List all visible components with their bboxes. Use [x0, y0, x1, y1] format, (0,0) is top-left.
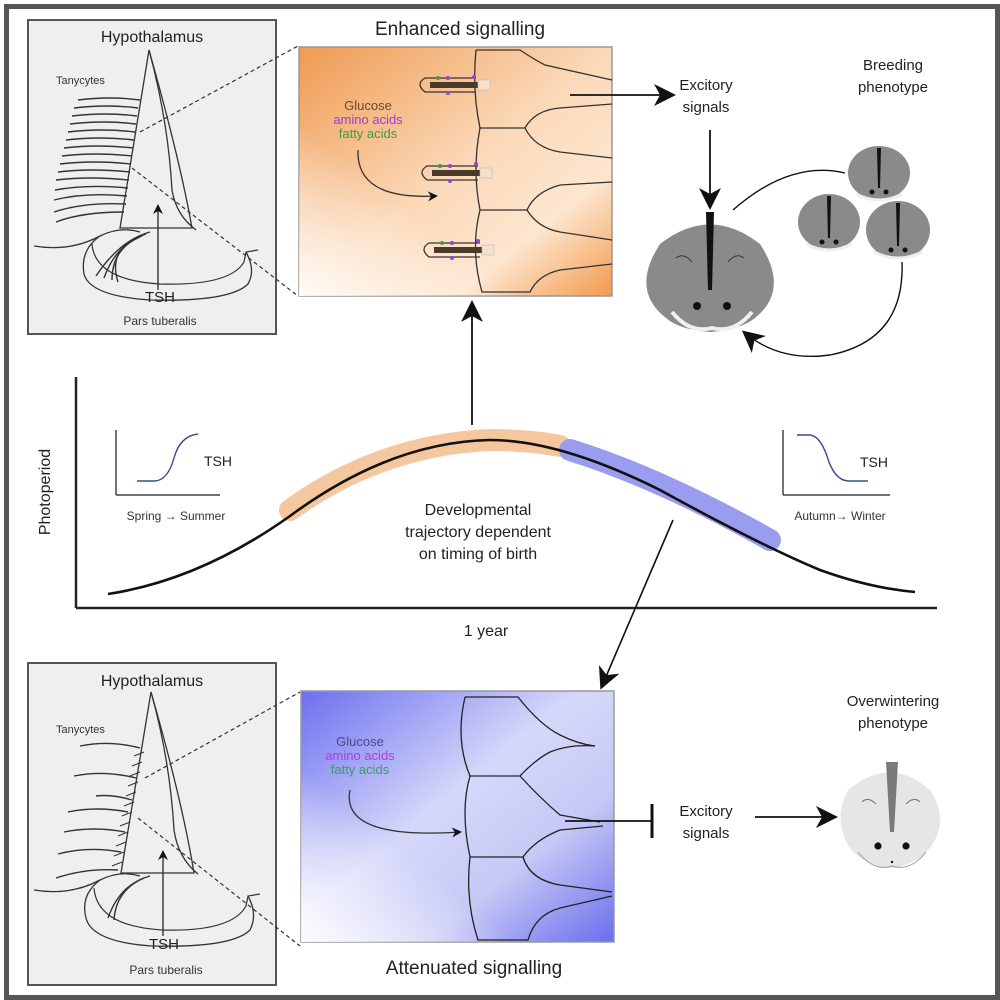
trajectory-text-line3: on timing of birth: [419, 546, 537, 563]
top-tanycytes-label: Tanycytes: [56, 75, 105, 87]
enhanced-signalling-panel: [298, 46, 613, 297]
autumn-winter-highlight: [559, 439, 781, 551]
overwintering-phenotype-line1: Overwintering: [847, 693, 940, 710]
breeding-phenotype-line2: phenotype: [858, 79, 928, 96]
breeding-cycle-arc-top: [732, 169, 846, 211]
bottom-tanycytes-label: Tanycytes: [56, 724, 105, 736]
left-tsh-inset: [115, 430, 220, 496]
breeding-phenotype-line1: Breeding: [863, 57, 923, 74]
spring-summer-label: Spring → Summer: [127, 509, 226, 523]
receptor-processes: [419, 75, 495, 260]
top-signals-label-line2: signals: [683, 99, 730, 116]
tanycyte-cells: [474, 49, 613, 293]
third-ventricle: [120, 691, 195, 874]
tanycytes-drawing: [53, 97, 151, 283]
top-amino-acids-label: amino acids: [333, 112, 403, 127]
zoom-line-upper: [144, 691, 301, 779]
offspring-hamster-icon-2: [798, 194, 860, 252]
enhanced-signalling-title: Enhanced signalling: [375, 19, 545, 40]
bottom-hypothalamus-label: Hypothalamus: [101, 673, 203, 690]
pars-tuberalis-outline: [83, 879, 255, 947]
bottom-pars-tuberalis-label: Pars tuberalis: [129, 963, 202, 977]
arrow-to-attenuated-signalling: [598, 519, 674, 690]
y-axis-label: Photoperiod: [37, 449, 54, 535]
overwintering-hamster-icon: [840, 762, 940, 868]
falling-tsh-curve: [797, 434, 868, 482]
photoperiod-curve: [107, 438, 916, 596]
nutrient-uptake-arrow: [357, 149, 438, 202]
right-inset-tsh-label: TSH: [860, 454, 888, 470]
top-signals-label-line1: Excitory: [679, 77, 733, 94]
bottom-tsh-label: TSH: [149, 936, 179, 953]
nutrient-uptake-arrow: [348, 789, 462, 838]
attenuated-signalling-panel: [300, 690, 615, 943]
tanycyte-cells: [460, 696, 613, 941]
bottom-fatty-acids-label: fatty acids: [331, 762, 390, 777]
breeding-hamster-icon: [646, 212, 774, 332]
autumn-winter-label: Autumn→ Winter: [794, 509, 885, 523]
overwintering-phenotype-line2: phenotype: [858, 715, 928, 732]
top-pars-tuberalis-label: Pars tuberalis: [123, 314, 196, 328]
top-fatty-acids-label: fatty acids: [339, 126, 398, 141]
rising-tsh-curve: [137, 433, 199, 482]
right-tsh-inset: [782, 430, 890, 496]
pars-tuberalis-outline: [82, 235, 253, 301]
offspring-hamster-icon-1: [848, 146, 910, 202]
photoperiod-chart: [74, 377, 937, 610]
top-hypothalamus-panel: [27, 19, 299, 335]
bottom-amino-acids-label: amino acids: [325, 748, 395, 763]
bottom-hypothalamus-panel: [27, 662, 301, 986]
breeding-cycle-arc-bottom: [741, 261, 903, 358]
x-axis-label: 1 year: [464, 623, 509, 640]
trajectory-text-line1: Developmental: [425, 502, 532, 519]
top-tsh-label: TSH: [145, 289, 175, 306]
bottom-signals-label-line2: signals: [683, 825, 730, 842]
third-ventricle: [119, 49, 193, 229]
top-glucose-label: Glucose: [344, 98, 392, 113]
bottom-glucose-label: Glucose: [336, 734, 384, 749]
top-hypothalamus-label: Hypothalamus: [101, 29, 203, 46]
offspring-hamster-icon-3: [866, 201, 930, 260]
zoom-line-upper: [139, 45, 299, 133]
attenuated-signalling-title: Attenuated signalling: [386, 958, 562, 979]
bottom-signals-label-line1: Excitory: [679, 803, 733, 820]
left-inset-tsh-label: TSH: [204, 453, 232, 469]
trajectory-text-line2: trajectory dependent: [405, 524, 551, 541]
tanycytes-drawing: [55, 742, 151, 921]
spring-summer-highlight: [279, 428, 571, 521]
